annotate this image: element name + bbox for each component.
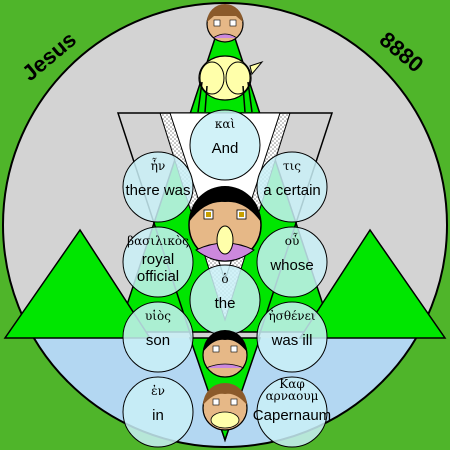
face-icon xyxy=(206,4,244,43)
english-word: the xyxy=(215,295,236,312)
english-word: was ill xyxy=(271,332,313,349)
word-circle: ἐν in xyxy=(122,376,194,448)
word-circle-shape xyxy=(256,226,328,298)
greek-word: τις xyxy=(283,159,301,173)
greek-word: ἐν xyxy=(151,384,165,398)
face-icon xyxy=(188,186,262,262)
greek-word: ὁ xyxy=(221,272,228,286)
dove-icon xyxy=(197,55,264,113)
greek-word: ἠσθένει xyxy=(268,309,315,323)
right-green-triangle xyxy=(298,228,447,339)
english-word: Capernaum xyxy=(253,407,331,424)
face-icon xyxy=(202,383,248,431)
word-circle-shape xyxy=(122,151,194,223)
english-word: there was xyxy=(125,182,190,199)
english-word: whose xyxy=(269,257,313,274)
word-circle-shape xyxy=(256,376,328,448)
word-circle-shape xyxy=(122,301,194,373)
word-circle: ὁ the xyxy=(189,264,261,336)
greek-word: βασιλικὸς xyxy=(127,234,189,248)
word-circle-shape xyxy=(256,151,328,223)
english-word: royal xyxy=(142,251,175,268)
greek-word: οὗ xyxy=(285,232,300,248)
word-circle: τις a certain xyxy=(256,151,328,223)
word-circle: ἦν there was xyxy=(122,151,194,223)
greek-word: καὶ xyxy=(215,117,236,131)
word-circle-shape xyxy=(256,301,328,373)
english-word: in xyxy=(152,407,164,424)
word-circle-shape xyxy=(122,226,194,298)
word-circle: οὗ whose xyxy=(256,226,328,298)
word-circle: ἠσθένει was ill xyxy=(256,301,328,373)
word-circle: υἱὸς son xyxy=(122,301,194,373)
greek-word: αρναουμ xyxy=(266,389,319,403)
greek-word: Καφ xyxy=(279,377,304,391)
english-word: a certain xyxy=(263,182,321,199)
word-circle-shape xyxy=(122,376,194,448)
english-word: official xyxy=(137,268,179,285)
word-circle-shape xyxy=(189,109,261,181)
english-word: son xyxy=(146,332,170,349)
greek-word: ἦν xyxy=(151,157,165,173)
face-icon xyxy=(202,330,248,378)
greek-word: υἱὸς xyxy=(145,308,171,323)
left-green-triangle xyxy=(3,228,152,339)
english-word: And xyxy=(212,140,239,157)
